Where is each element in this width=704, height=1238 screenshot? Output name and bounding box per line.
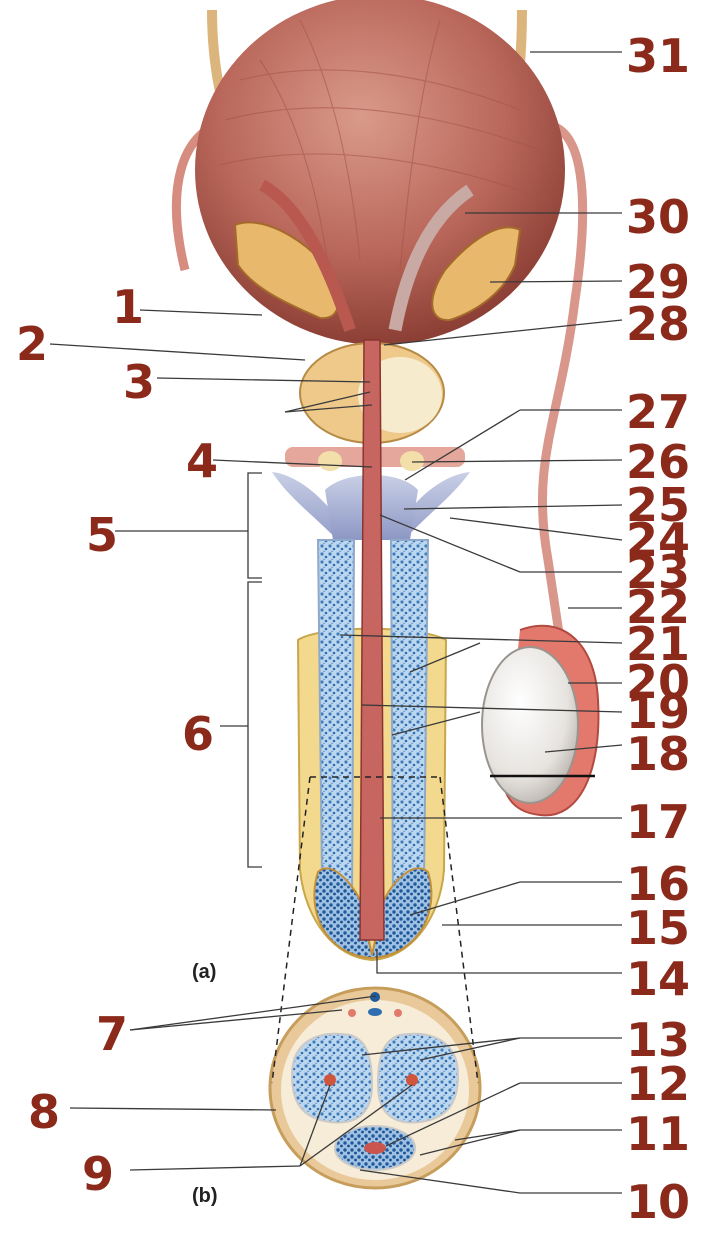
label-28: 28	[626, 297, 690, 351]
label-23: 23	[626, 545, 690, 599]
label-14: 14	[626, 952, 690, 1006]
urinary-bladder	[195, 0, 565, 345]
label-15: 15	[626, 901, 690, 955]
label-3: 3	[123, 355, 155, 409]
label-16: 16	[626, 857, 690, 911]
label-24: 24	[626, 513, 690, 567]
label-21: 21	[626, 617, 690, 671]
testis	[481, 646, 579, 804]
label-8: 8	[28, 1085, 60, 1139]
label-22: 22	[626, 580, 690, 634]
label-31: 31	[626, 29, 690, 83]
illustration-a	[171, 0, 600, 962]
label-20: 20	[626, 655, 690, 709]
label-5: 5	[86, 508, 118, 562]
label-1: 1	[112, 280, 144, 334]
label-10: 10	[626, 1175, 690, 1229]
label-18: 18	[626, 727, 690, 781]
label-11: 11	[626, 1107, 690, 1161]
number-labels: 1 2 3 4 5 6 7 8 9 10 11 12 13 14 15 16 1…	[16, 29, 690, 1229]
sublabel-b: (b)	[192, 1185, 218, 1207]
label-27: 27	[626, 385, 690, 439]
label-12: 12	[626, 1057, 690, 1111]
illustration-b	[268, 776, 482, 1190]
label-2: 2	[16, 317, 48, 371]
label-13: 13	[626, 1013, 690, 1067]
label-26: 26	[626, 435, 690, 489]
label-30: 30	[626, 190, 690, 244]
label-19: 19	[626, 685, 690, 739]
label-17: 17	[626, 795, 690, 849]
sublabel-a: (a)	[192, 961, 216, 983]
label-29: 29	[626, 255, 690, 309]
label-6: 6	[182, 707, 214, 761]
label-9: 9	[82, 1147, 114, 1201]
label-7: 7	[96, 1007, 128, 1061]
label-25: 25	[626, 478, 690, 532]
leader-lines	[49, 51, 623, 1194]
label-4: 4	[186, 434, 218, 488]
